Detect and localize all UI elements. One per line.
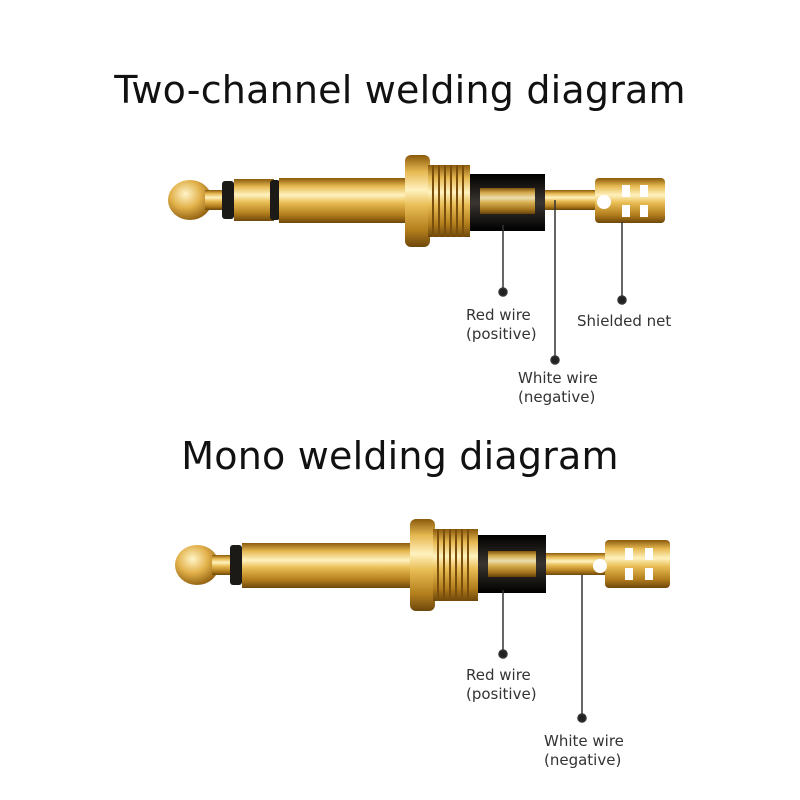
sleeve-insulator	[270, 180, 280, 220]
ring-contact	[234, 179, 274, 221]
flange	[410, 519, 435, 611]
stereo-plug-illustration	[168, 155, 665, 365]
solder-tab-white	[545, 190, 600, 210]
mono-red-wire-label: Red wire(positive)	[466, 666, 537, 703]
mono-plug-illustration	[175, 519, 670, 723]
mono-white-wire-label: White wire(negative)	[544, 732, 624, 769]
inner-contact	[488, 551, 536, 577]
tip-neck	[212, 555, 232, 575]
shield-lug	[593, 540, 670, 588]
inner-contact	[480, 188, 535, 214]
mono-diagram-title: Mono welding diagram	[181, 434, 619, 478]
stereo-shield-label: Shielded net	[577, 312, 672, 330]
sleeve	[242, 543, 412, 588]
plug-tip	[175, 545, 219, 585]
tip-neck	[205, 190, 225, 210]
plug-tip	[168, 180, 212, 220]
ring-insulator	[222, 181, 234, 219]
thread	[428, 165, 470, 237]
flange	[405, 155, 430, 247]
stereo-red-wire-label: Red wire(positive)	[466, 306, 537, 343]
stereo-white-wire-label: White wire(negative)	[518, 369, 598, 406]
thread	[433, 529, 478, 601]
stereo-diagram-title: Two-channel welding diagram	[114, 68, 686, 112]
tip-insulator	[230, 545, 242, 585]
sleeve	[279, 178, 409, 223]
shield-lug	[595, 178, 665, 223]
